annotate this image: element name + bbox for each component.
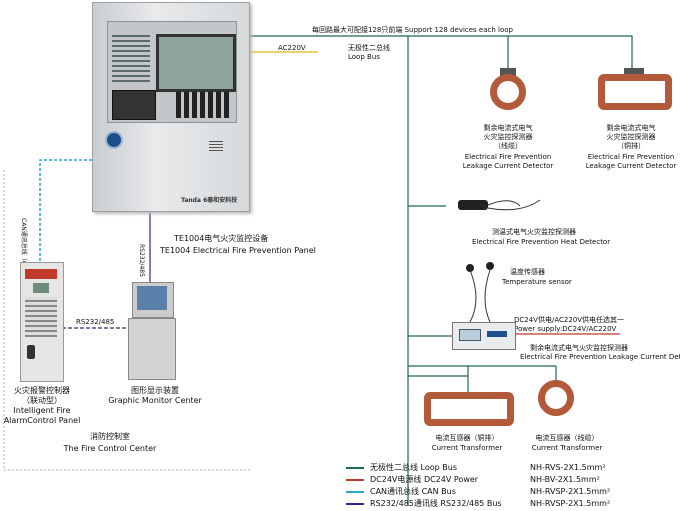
door-lock-icon	[105, 131, 123, 149]
power-supply-en: Power supply:DC24V/AC220V	[514, 325, 617, 333]
legend-swatch	[346, 467, 364, 469]
main-panel-cabinet: Tanda 6泰和安科技	[92, 2, 250, 212]
bar-detector-cn2: 火灾监控探测器	[606, 133, 656, 141]
legend-label: CAN通讯总线 CAN Bus	[370, 487, 456, 496]
loop-capacity-caption: 每回路最大可配接128只前端 Support 128 devices each …	[312, 26, 513, 34]
legend-swatch	[346, 491, 364, 493]
graphic-monitor-workstation	[128, 282, 176, 382]
keypad	[176, 92, 230, 118]
alarm-header	[25, 269, 57, 279]
alarm-keys	[25, 297, 57, 337]
temp-sensor-cn: 温度传感器	[510, 268, 545, 276]
control-center-en: The Fire Control Center	[63, 444, 157, 453]
monitoring-module	[452, 322, 516, 350]
lcd-screen	[156, 34, 236, 92]
heat-detector-icon	[458, 200, 488, 210]
legend-swatch	[346, 503, 364, 505]
workstation-desk	[128, 318, 176, 380]
loop-bus-wire	[248, 35, 633, 506]
fire-panel-cn1: 火灾报警控制器	[14, 386, 70, 395]
ring-detector-head	[500, 68, 516, 76]
ct-bar-en: Current Transformer	[431, 444, 503, 452]
bar-detector-icon	[598, 74, 672, 110]
monitor-label-cn: 图形显示装置	[131, 386, 179, 395]
control-center-outline	[3, 170, 250, 471]
loop-bus-label-en: Loop Bus	[348, 53, 380, 61]
main-unit-label-cn: TE1004电气火灾监控设备	[174, 234, 269, 243]
ct-ring-icon	[538, 380, 574, 416]
temp-probe-1-icon	[466, 264, 474, 272]
rs485-vertical-label: RS232/485	[138, 244, 145, 277]
legend-label: 无极性二总线 Loop Bus	[370, 463, 457, 472]
brand-logo: Tanda 6泰和安科技	[181, 197, 238, 204]
bar-detector-cn3: （铜排）	[617, 142, 645, 150]
legend-spec: NH-BV-2X1.5mm²	[530, 475, 600, 484]
legend-spec: NH-RVSP-2X1.5mm²	[530, 499, 611, 508]
bar-detector-en1: Electrical Fire Prevention	[587, 153, 675, 161]
module-display	[459, 329, 481, 341]
ct-ring-en: Current Transformer	[531, 444, 603, 452]
bar-detector-head	[624, 68, 644, 76]
ct-bar-cn: 电流互感器（铜排）	[435, 434, 499, 442]
ct-bar-icon	[424, 392, 514, 426]
temp-sensor-leads	[469, 269, 491, 323]
indicator-leds	[112, 32, 150, 82]
ring-detector-cn1: 剩余电流式电气	[483, 124, 533, 132]
legend-spec: NH-RVS-2X1.5mm²	[530, 463, 606, 472]
heat-detector-cn: 测温式电气火灾监控探测器	[492, 228, 576, 236]
vent-icon	[209, 139, 223, 151]
temp-sensor-en: Temperature sensor	[502, 278, 572, 286]
fire-panel-en1: Intelligent Fire	[13, 406, 71, 415]
monitor-icon	[132, 282, 174, 318]
printer-slot	[112, 90, 156, 120]
fire-panel-en2: AlarmControl Panel	[3, 416, 81, 425]
panel-face	[107, 21, 237, 123]
fire-panel-cn2: （联动型）	[22, 396, 62, 405]
heat-probe-leads	[487, 199, 541, 211]
bar-detector-en2: Leakage Current Detector	[585, 162, 677, 170]
main-unit-label-en: TE1004 Electrical Fire Prevention Panel	[160, 246, 316, 255]
monitor-label-en: Graphic Monitor Center	[108, 396, 202, 405]
temp-probe-2-icon	[486, 262, 494, 270]
legend-label: RS232/485通讯线 RS232/485 Bus	[370, 499, 502, 508]
can-bus-wire	[39, 159, 92, 262]
ring-detector-cn3: （线缆）	[494, 142, 522, 150]
module-detector-cn: 剩余电流式电气火灾监控探测器	[530, 344, 628, 352]
legend-spec: NH-RVSP-2X1.5mm²	[530, 487, 611, 496]
power-supply-cn: DC24V供电/AC220V供电任选其一	[514, 316, 625, 324]
ring-detector-en1: Electrical Fire Prevention	[464, 153, 552, 161]
fire-alarm-cabinet	[20, 262, 64, 382]
loop-bus-label-cn: 无极性二总线	[348, 44, 390, 52]
alarm-screen	[33, 283, 49, 293]
control-center-cn: 消防控制室	[90, 432, 130, 441]
bar-detector-cn1: 剩余电流式电气	[606, 124, 656, 132]
legend-label: DC24V电源线 DC24V Power	[370, 475, 479, 484]
module-detector-en: Electrical Fire Prevention Leakage Curre…	[520, 353, 680, 361]
ct-ring-cn: 电流互感器（线缆）	[535, 434, 599, 442]
module-keys	[487, 331, 507, 337]
phone-icon	[27, 345, 35, 359]
ring-detector-cn2: 火灾监控探测器	[483, 133, 533, 141]
heat-detector-en: Electrical Fire Prevention Heat Detector	[472, 238, 611, 246]
ring-detector-icon	[490, 74, 526, 110]
rs485-horizontal-label: RS232/485	[76, 318, 115, 326]
ac220v-label: AC220V	[278, 44, 306, 52]
legend-swatch	[346, 479, 364, 481]
ring-detector-en2: Leakage Current Detector	[462, 162, 554, 170]
